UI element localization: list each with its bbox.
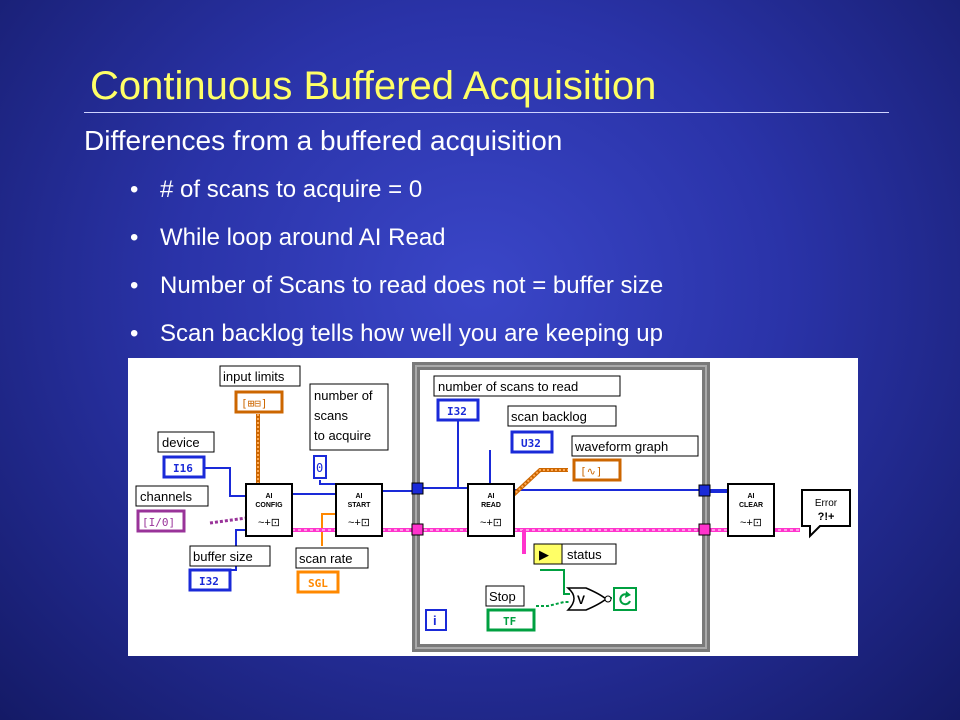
stop-terminal [486,608,536,632]
input-limits-label: input limits [223,369,285,384]
num-scans-label-2: scans [314,408,348,423]
device-wire [204,467,246,497]
scans-to-read-terminal [436,398,480,422]
title-divider [84,112,889,113]
scan-rate-label: scan rate [299,551,352,566]
scan-rate-type: SGL [308,577,328,590]
ai-config-vi: AI CONFIG ~+⊡ [245,483,293,537]
unbundle-arrow-icon: ▶ [539,547,549,562]
scan-rate-wire [321,513,340,546]
svg-text:AI: AI [266,493,273,500]
num-scans-label-3: to acquire [314,428,371,443]
num-scans-value: 0 [316,461,323,475]
device-type: I16 [173,462,193,475]
buffer-size-terminal [188,568,232,592]
input-limits-terminal [234,390,284,414]
buffer-size-type: I32 [199,575,219,588]
svg-text:CONFIG: CONFIG [255,502,283,509]
svg-text:CLEAR: CLEAR [739,502,763,509]
taskid-tunnel-out [698,484,711,497]
slide-title: Continuous Buffered Acquisition [90,64,657,108]
svg-text:Error: Error [815,498,838,509]
svg-text:?!+: ?!+ [818,511,835,523]
waveform-wire [508,468,568,500]
bullet-marker: • [130,176,139,203]
svg-text:AI: AI [356,493,363,500]
or-gate-invert-bubble [604,595,612,603]
svg-text:~+⊡: ~+⊡ [480,517,502,529]
scans-to-read-label: number of scans to read [438,379,578,394]
waveform-graph-terminal [572,458,622,482]
num-scans-label-1: number of [314,388,373,403]
svg-text:AI: AI [748,493,755,500]
bullet-marker: • [130,224,139,251]
input-limits-type: [⊞⊟] [241,397,268,410]
svg-text:~+⊡: ~+⊡ [740,517,762,529]
error-handler-vi: Error ?!+ [801,489,851,539]
or-gate-icon [565,587,608,611]
labview-block-diagram: input limits [⊞⊟] device I16 channels [I… [128,358,858,656]
status-label: status [567,547,602,562]
svg-text:AI: AI [488,493,495,500]
bullet-marker: • [130,320,139,347]
loop-iteration-terminal [425,609,447,631]
scans-to-read-type: I32 [447,405,467,418]
scan-backlog-label: scan backlog [511,409,587,424]
while-loop [412,362,710,652]
channels-wire [209,516,247,525]
channels-type: [I/0] [142,516,175,529]
ai-read-vi: AI READ ~+⊡ [467,483,515,537]
bullet-text: While loop around AI Read [160,224,446,251]
waveform-graph-label: waveform graph [574,439,668,454]
bullet-marker: • [130,272,139,299]
scans-to-read-wire [457,420,472,489]
waveform-graph-type: [∿] [580,465,602,478]
svg-text:~+⊡: ~+⊡ [258,517,280,529]
or-gate-symbol: V [577,593,585,607]
svg-text:START: START [348,502,372,509]
block-diagram-svg: input limits [⊞⊟] device I16 channels [I… [135,362,851,652]
error-tunnel-in [411,523,424,536]
bullet-text: Number of Scans to read does not = buffe… [160,272,664,299]
channels-label: channels [140,489,193,504]
ai-start-vi: AI START ~+⊡ [335,483,383,537]
num-scans-wire [319,480,340,485]
bullet-text: # of scans to acquire = 0 [160,176,423,203]
stop-wire-2 [536,601,570,607]
ai-clear-vi: AI CLEAR ~+⊡ [727,483,775,537]
channels-terminal [136,509,186,533]
scan-backlog-terminal [510,430,554,454]
device-label: device [162,435,200,450]
stop-label: Stop [489,589,516,604]
svg-text:READ: READ [481,502,501,509]
bullet-text: Scan backlog tells how well you are keep… [160,320,663,347]
taskid-tunnel-in [411,482,424,495]
error-tunnel-out [698,523,711,536]
device-terminal [162,455,206,479]
stop-type: TF [503,615,516,628]
num-scans-constant [313,455,327,479]
loop-condition-icon [613,587,637,611]
stop-wire [540,569,570,595]
scan-backlog-type: U32 [521,437,541,450]
svg-text:~+⊡: ~+⊡ [348,517,370,529]
slide-subtitle: Differences from a buffered acquisition [84,125,563,156]
scan-rate-terminal [296,570,340,594]
loop-iteration-symbol: i [433,613,437,628]
buffer-size-label: buffer size [193,549,253,564]
